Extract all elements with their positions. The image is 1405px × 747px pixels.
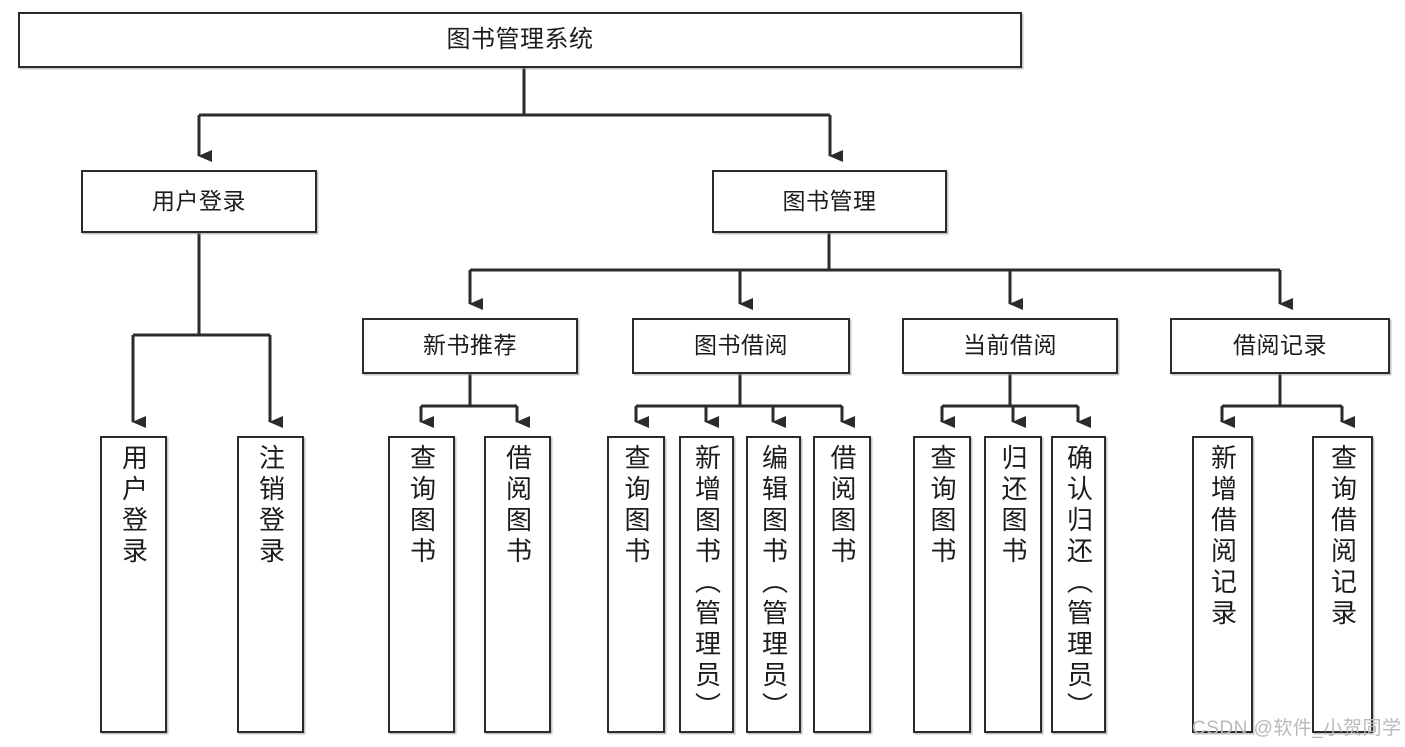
node-leaf-query-book-3-label: 查询图书 [927,444,957,568]
node-new-book-recommend[interactable]: 新书推荐 [362,318,578,374]
node-leaf-borrow-book-2[interactable]: 借阅图书 [813,436,871,733]
csdn-watermark: CSDN @软件_小贺同学 [1192,718,1402,739]
node-leaf-borrow-book-2-label: 借阅图书 [827,444,857,568]
node-user-login-label: 用户登录 [152,187,246,214]
node-leaf-edit-book-admin[interactable]: 编辑图书（管理员） [746,436,801,733]
node-current-borrow[interactable]: 当前借阅 [902,318,1118,374]
node-leaf-query-book-1-label: 查询图书 [406,444,437,568]
node-leaf-user-logout[interactable]: 注销登录 [237,436,304,733]
node-leaf-confirm-return-admin-label: 确认归还（管理员） [1063,444,1094,723]
node-leaf-return-book[interactable]: 归还图书 [984,436,1042,733]
node-leaf-confirm-return-admin[interactable]: 确认归还（管理员） [1051,436,1106,733]
node-book-borrow-label: 图书借阅 [694,332,788,359]
node-leaf-query-borrow-record-label: 查询借阅记录 [1327,444,1358,630]
node-book-manage-label: 图书管理 [782,187,877,214]
node-root-图书管理系统-label: 图书管理系统 [446,25,594,53]
node-leaf-user-login[interactable]: 用户登录 [100,436,167,733]
node-root-图书管理系统[interactable]: 图书管理系统 [18,12,1022,68]
node-borrow-record-label: 借阅记录 [1233,332,1327,359]
node-leaf-query-book-2[interactable]: 查询图书 [607,436,665,733]
node-book-borrow[interactable]: 图书借阅 [632,318,850,374]
node-leaf-add-book-admin[interactable]: 新增图书（管理员） [679,436,734,733]
node-borrow-record[interactable]: 借阅记录 [1170,318,1390,374]
node-leaf-add-book-admin-label: 新增图书（管理员） [691,444,722,723]
node-leaf-query-book-3[interactable]: 查询图书 [913,436,971,733]
node-user-login[interactable]: 用户登录 [81,170,317,233]
node-leaf-borrow-book-1[interactable]: 借阅图书 [484,436,551,733]
node-leaf-query-borrow-record[interactable]: 查询借阅记录 [1312,436,1373,733]
node-leaf-query-book-2-label: 查询图书 [621,444,651,568]
node-new-book-recommend-label: 新书推荐 [423,332,517,359]
node-leaf-borrow-book-1-label: 借阅图书 [502,444,533,568]
node-leaf-edit-book-admin-label: 编辑图书（管理员） [758,444,789,723]
node-current-borrow-label: 当前借阅 [963,332,1057,359]
node-leaf-user-login-label: 用户登录 [118,444,149,568]
node-leaf-query-book-1[interactable]: 查询图书 [388,436,455,733]
node-leaf-add-borrow-record[interactable]: 新增借阅记录 [1192,436,1253,733]
node-leaf-add-borrow-record-label: 新增借阅记录 [1207,444,1238,630]
node-leaf-return-book-label: 归还图书 [998,444,1028,568]
node-book-manage[interactable]: 图书管理 [712,170,947,233]
node-leaf-user-logout-label: 注销登录 [255,444,286,568]
